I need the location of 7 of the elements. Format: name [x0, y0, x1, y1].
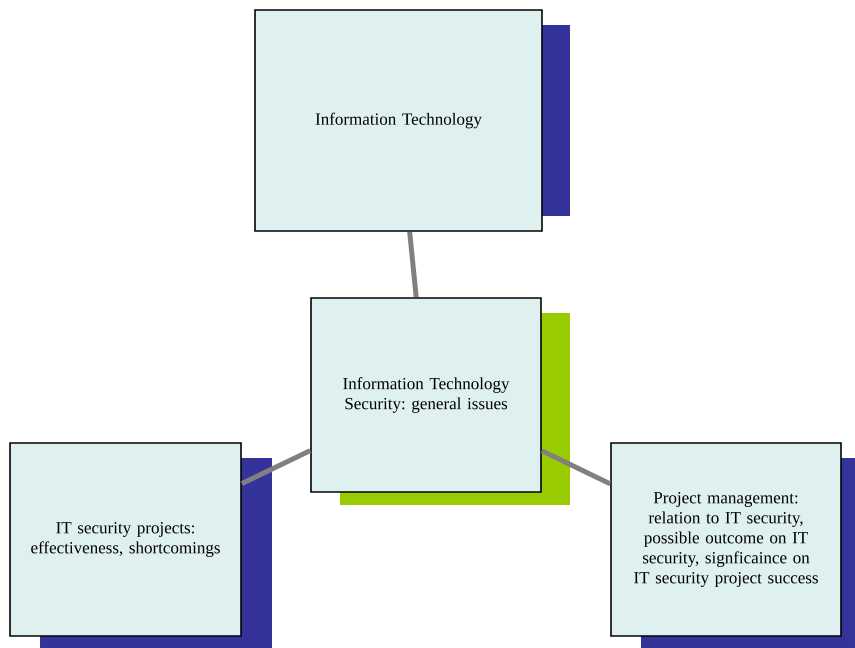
connector-line: [240, 448, 312, 486]
text-box: Project management: relation to IT security, possible outcome on IT security, signficaince on IT security project success: [610, 442, 855, 648]
text-box: Information Technology Security: general issues: [310, 297, 570, 505]
text-box: IT security projects: effectiveness, shortcomings: [9, 442, 272, 648]
connector-line: [407, 232, 419, 298]
text-box: Information Technology: [254, 9, 570, 232]
connector-line: [540, 448, 612, 486]
